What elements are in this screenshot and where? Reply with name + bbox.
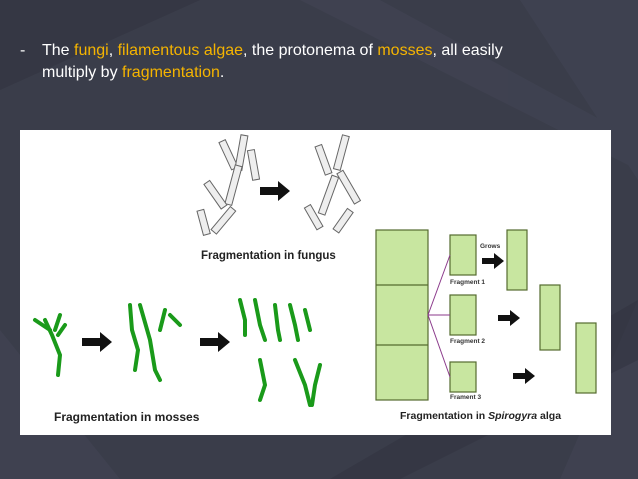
text-part: . — [219, 64, 225, 81]
arrow-fungus — [260, 181, 290, 201]
bullet-body: The fungi, filamentous algae, the proton… — [42, 40, 532, 84]
arrow-spiro-3 — [513, 368, 535, 384]
highlight-mosses: mosses — [377, 42, 433, 59]
fragmentation-figure: Fragmentation in fungus Fragmentation in… — [20, 130, 611, 435]
arrow-moss-2 — [200, 332, 230, 352]
highlight-fragmentation: fragmentation — [122, 64, 220, 81]
arrow-spiro-1 — [482, 253, 504, 269]
arrow-spiro-2 — [498, 310, 520, 326]
label-fragment2: Fragment 2 — [450, 338, 486, 345]
fungus-hyphae-left — [196, 134, 261, 236]
text-part: , the protonema of — [243, 42, 378, 59]
fungus-hyphae-right — [303, 134, 362, 234]
text-part: , — [108, 42, 118, 59]
spirogyra-filaments — [375, 229, 597, 401]
caption-spirogyra: Fragmentation in Spirogyra alga — [400, 410, 561, 422]
highlight-fungi: fungi — [74, 42, 109, 59]
caption-part: Fragmentation in — [400, 410, 489, 422]
caption-mosses: Fragmentation in mosses — [54, 410, 200, 424]
highlight-algae: filamentous algae — [117, 42, 244, 59]
caption-fungus: Fragmentation in fungus — [201, 250, 336, 262]
label-grows: Grows — [480, 243, 501, 250]
caption-italic: Spirogyra — [488, 410, 538, 422]
fragmentation-illustration — [33, 134, 597, 407]
text-part: , all easily multiply by — [42, 42, 503, 81]
arrow-moss-1 — [82, 332, 112, 352]
bullet-dash: - — [20, 42, 26, 59]
moss-plants — [33, 298, 322, 407]
text-part: The — [42, 42, 75, 59]
label-fragment1: Fragment 1 — [450, 279, 486, 286]
label-fragment3: Frament 3 — [450, 394, 482, 401]
caption-part: alga — [537, 410, 562, 422]
spirogyra-connectors — [427, 254, 451, 378]
